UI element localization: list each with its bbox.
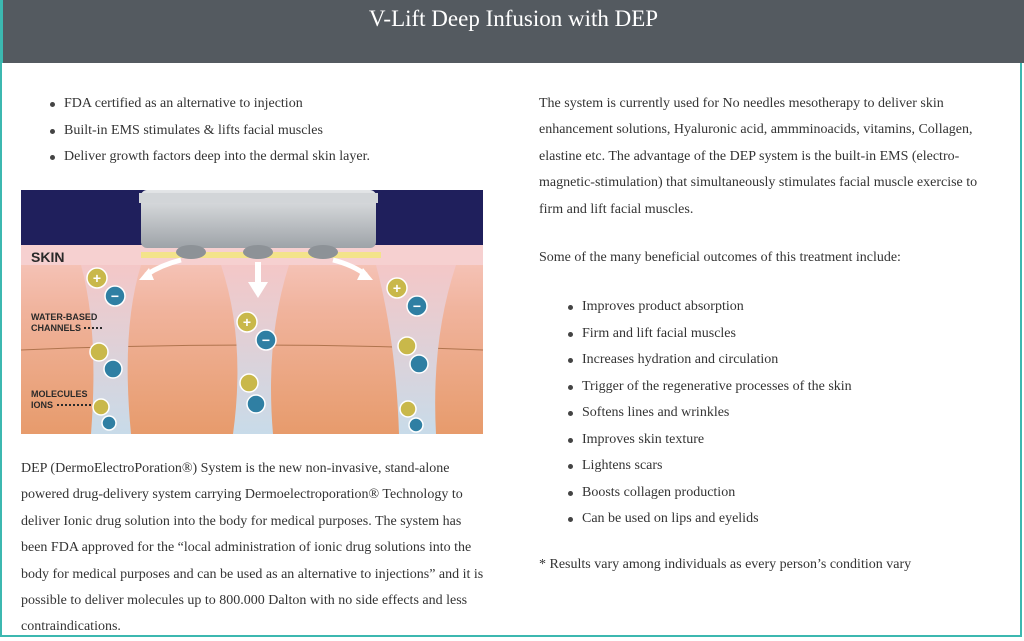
plus-ion-icon: + xyxy=(243,314,251,330)
list-item: Improves product absorption xyxy=(568,294,852,321)
molecules-label-line2: IONS xyxy=(31,400,53,410)
outcomes-intro: Some of the many beneficial outcomes of … xyxy=(539,250,901,265)
plus-ion-icon: + xyxy=(393,280,401,296)
skin-label: SKIN xyxy=(31,249,64,265)
plus-ion-icon: + xyxy=(93,270,101,286)
water-label-line1: WATER-BASED xyxy=(31,312,98,322)
outcomes-list: Improves product absorption Firm and lif… xyxy=(568,294,852,533)
minus-ion-icon: − xyxy=(413,298,421,314)
results-disclaimer: * Results vary among individuals as ever… xyxy=(539,557,912,572)
list-item: Trigger of the regenerative processes of… xyxy=(568,374,852,401)
water-label-line2: CHANNELS xyxy=(31,323,81,333)
list-item: Improves skin texture xyxy=(568,427,852,454)
dep-diagram-image: + + + − − − SKIN WATER-BASED CHANNELS MO… xyxy=(20,190,484,434)
minus-ion-icon: − xyxy=(262,332,270,348)
list-item: Softens lines and wrinkles xyxy=(568,400,852,427)
page-header: V-Lift Deep Infusion with DEP xyxy=(0,0,1024,63)
list-item: Deliver growth factors deep into the der… xyxy=(50,144,370,171)
minus-ion-icon: − xyxy=(111,288,119,304)
list-item: Lightens scars xyxy=(568,453,852,480)
page-title: V-Lift Deep Infusion with DEP xyxy=(368,6,659,31)
molecules-label-line1: MOLECULES xyxy=(31,389,88,399)
list-item: FDA certified as an alternative to injec… xyxy=(50,91,370,118)
list-item: Boosts collagen production xyxy=(568,480,852,507)
list-item: Increases hydration and circulation xyxy=(568,347,852,374)
list-item: Can be used on lips and eyelids xyxy=(568,506,852,533)
dep-description: DEP (DermoElectroPoration®) System is th… xyxy=(21,461,484,635)
list-item: Firm and lift facial muscles xyxy=(568,321,852,348)
feature-list: FDA certified as an alternative to injec… xyxy=(50,91,370,171)
list-item: Built-in EMS stimulates & lifts facial m… xyxy=(50,118,370,145)
system-description: The system is currently used for No need… xyxy=(539,96,978,217)
